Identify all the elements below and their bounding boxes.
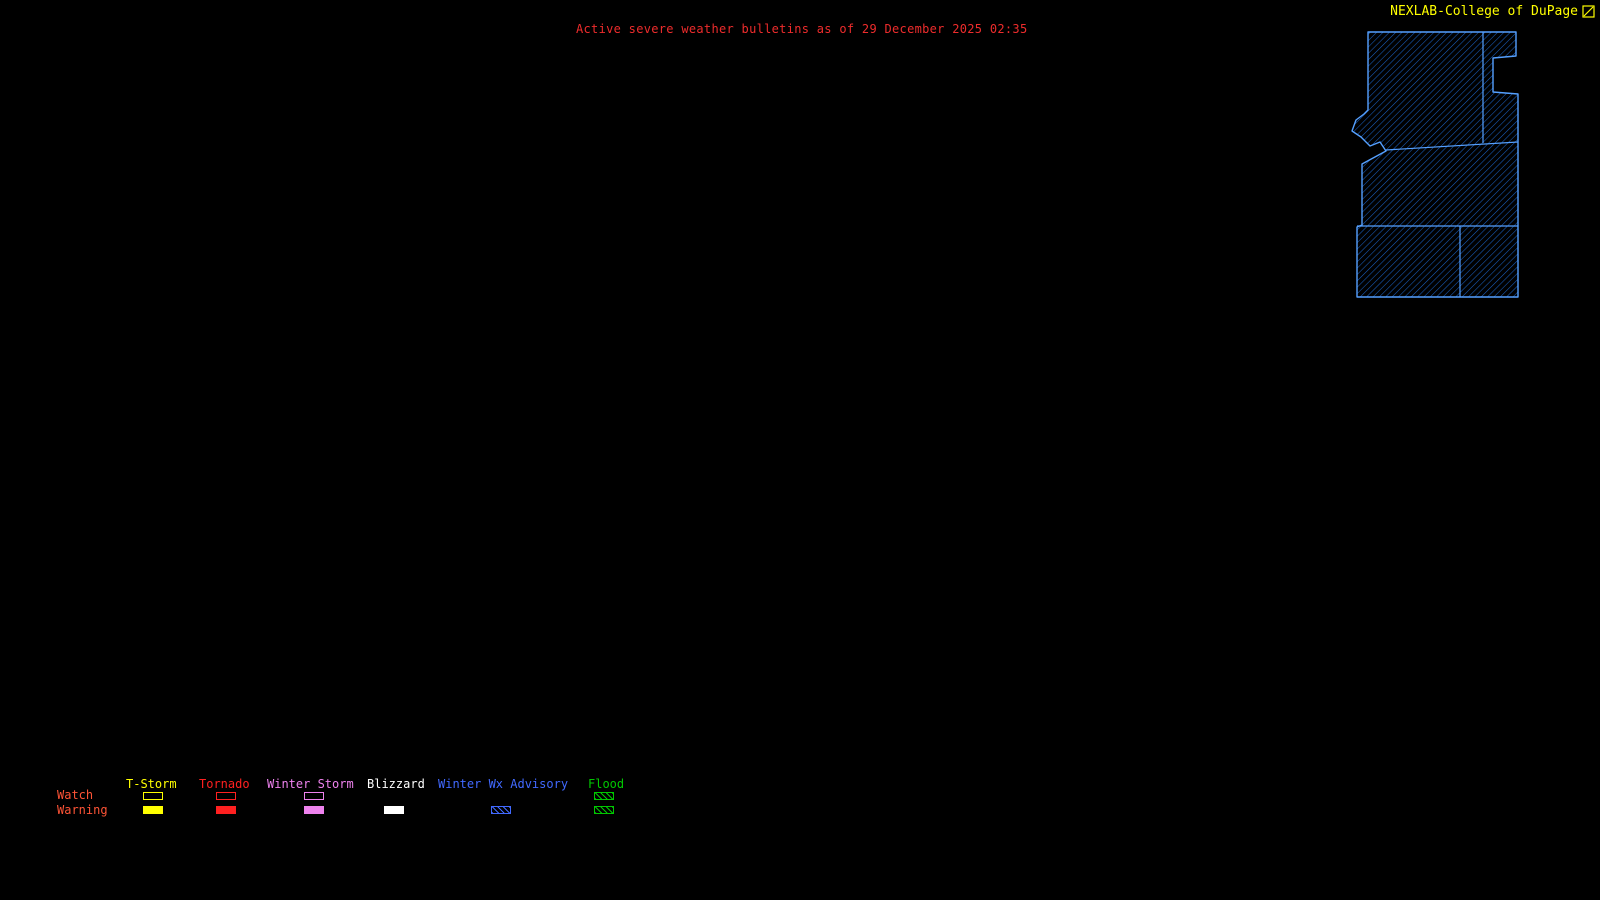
swatch-winter-storm-warning	[304, 806, 324, 814]
winter-wx-advisory-region	[1351, 31, 1519, 298]
brand-icon	[1582, 5, 1595, 18]
county-boundaries	[1357, 32, 1519, 297]
legend-col-tornado: Tornado	[199, 777, 250, 791]
bulletin-title: Active severe weather bulletins as of 29…	[576, 22, 1028, 36]
legend-col-blizzard: Blizzard	[367, 777, 425, 791]
brand-text: NEXLAB-College of DuPage	[1390, 4, 1578, 19]
legend-col-winter-wx-advisory: Winter Wx Advisory	[438, 777, 569, 791]
advisory-map	[1351, 31, 1519, 298]
legend-col-tstorm: T-Storm	[126, 777, 177, 791]
swatch-flood-warning	[594, 806, 614, 814]
swatch-tornado-warning	[216, 806, 236, 814]
swatch-blizzard-warning	[384, 806, 404, 814]
swatch-flood-watch	[594, 792, 614, 800]
swatch-winter-wx-advisory-warning	[491, 806, 511, 814]
legend-col-winter-storm: Winter Storm	[267, 777, 354, 791]
legend-warning-label: Warning	[57, 803, 108, 817]
swatch-winter-storm-watch	[304, 792, 324, 800]
swatch-tornado-watch	[216, 792, 236, 800]
brand: NEXLAB-College of DuPage	[1390, 4, 1595, 19]
legend-col-flood: Flood	[588, 777, 625, 791]
swatch-tstorm-warning	[143, 806, 163, 814]
legend-watch-label: Watch	[57, 788, 94, 802]
swatch-tstorm-watch	[143, 792, 163, 800]
